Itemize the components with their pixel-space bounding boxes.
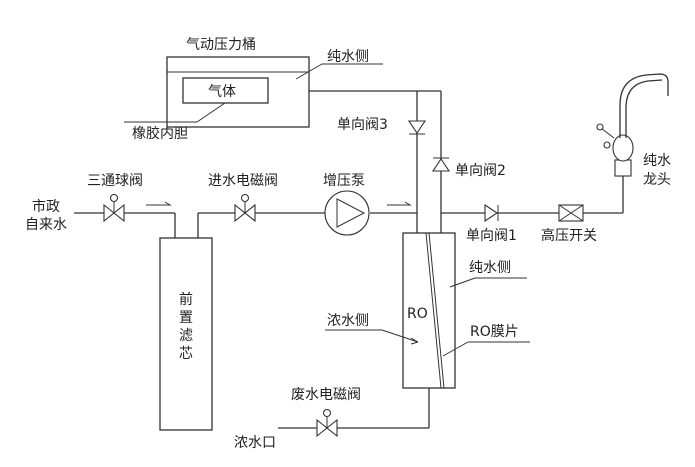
prefilter-label-4: 芯	[179, 346, 193, 362]
faucet-knob2-icon	[603, 141, 611, 149]
waste-valve-label: 废水电磁阀	[291, 387, 361, 403]
bladder-leader	[196, 102, 226, 123]
check-valve-1: 单向阀1	[466, 203, 517, 244]
prefilter-body	[159, 237, 213, 431]
ro-membrane-line-b	[428, 232, 445, 389]
check-valve-2-label: 单向阀2	[455, 163, 506, 179]
hp-switch-cross-b	[558, 204, 584, 222]
three-way-ball-valve: 三通球阀	[87, 173, 143, 223]
check-valve-3: 单向阀3	[337, 117, 427, 135]
ro-membrane-housing: RO 纯水侧 浓水侧 RO膜片	[325, 232, 530, 389]
concentrate-outlet-label: 浓水口	[234, 435, 276, 451]
check-valve-2-icon	[431, 158, 451, 172]
inlet-valve-coil-icon	[240, 193, 250, 203]
waste-solenoid-valve: 废水电磁阀	[291, 387, 361, 438]
ball-valve-handle-icon	[109, 193, 119, 203]
municipal-label-1: 市政	[32, 198, 60, 215]
tank-pure-side-label: 纯水侧	[327, 49, 369, 65]
check-valve-3-label: 单向阀3	[337, 117, 388, 133]
check-valve-1-icon	[484, 203, 498, 223]
pressure-tank-label: 气动压力桶	[186, 37, 256, 53]
faucet-base	[614, 159, 632, 177]
ro-label: RO	[407, 306, 428, 322]
pump-body	[324, 190, 370, 236]
municipal-label-2: 自来水	[25, 217, 67, 233]
faucet-label-1: 纯水	[643, 153, 671, 169]
hp-switch-label: 高压开关	[541, 227, 597, 244]
ball-valve-label: 三通球阀	[87, 173, 143, 189]
gas-chamber	[182, 77, 269, 104]
faucet-handle-icon	[600, 127, 615, 139]
rubber-bladder-label: 橡胶内胆	[132, 125, 188, 142]
ro-pure-leader	[449, 277, 476, 288]
high-pressure-switch: 高压开关	[541, 204, 597, 244]
tank-pure-leader	[295, 63, 323, 80]
concentrate-side-label: 浓水侧	[327, 313, 369, 329]
faucet: 纯水 龙头	[596, 73, 671, 188]
faucet-spout	[619, 73, 669, 138]
gas-label: 气体	[208, 84, 236, 100]
ro-membrane-line-a	[425, 232, 442, 389]
pump-label: 增压泵	[323, 173, 365, 189]
faucet-knob-icon	[596, 123, 604, 131]
inlet-solenoid-valve: 进水电磁阀	[208, 173, 278, 223]
flow-arrow-pump	[387, 201, 412, 206]
inlet-valve-label: 进水电磁阀	[208, 173, 278, 189]
flow-arrow-inlet	[146, 201, 172, 206]
pump-triangle-icon	[336, 198, 366, 228]
ro-pure-side-label: 纯水侧	[469, 260, 511, 276]
prefilter-label-1: 前	[179, 291, 193, 308]
prefilter-label-2: 置	[179, 310, 193, 326]
waste-valve-coil-icon	[322, 408, 332, 418]
prefilter-label-3: 滤	[179, 328, 193, 344]
ro-membrane-label: RO膜片	[470, 324, 519, 340]
booster-pump: 增压泵	[323, 173, 370, 236]
pressure-tank: 气体 气动压力桶 纯水侧 橡胶内胆	[124, 37, 383, 142]
concentrate-arrow-icon	[410, 337, 419, 345]
check-valve-1-label: 单向阀1	[466, 228, 517, 244]
concentrate-leader	[381, 329, 419, 343]
faucet-label-2: 龙头	[643, 172, 671, 188]
check-valve-3-icon	[407, 120, 427, 134]
flow-arrows	[146, 201, 412, 206]
membrane-leader	[442, 341, 469, 357]
check-valve-2: 单向阀2	[431, 157, 506, 179]
faucet-body-icon	[612, 134, 634, 162]
prefilter: 前 置 滤 芯	[159, 237, 213, 431]
faucet-spout-inner	[625, 79, 663, 138]
